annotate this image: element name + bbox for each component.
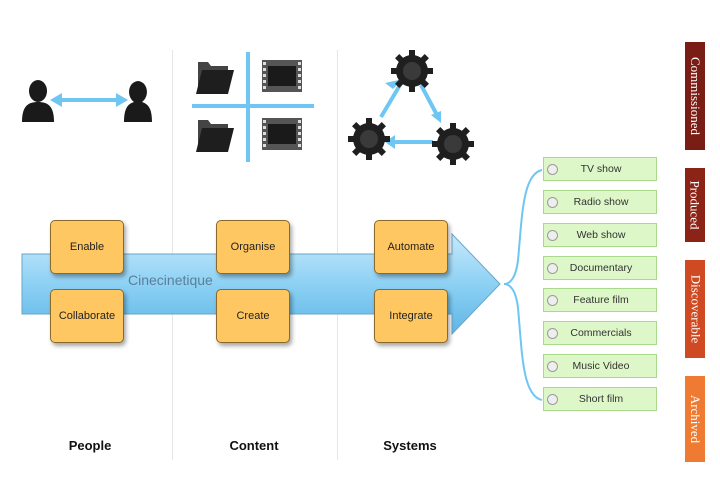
- output-item[interactable]: Commercials: [543, 321, 657, 345]
- check-icon: [547, 196, 558, 208]
- stage-tab-discoverable: Discoverable: [685, 260, 705, 358]
- arrow-label: Cinecinetique: [128, 272, 213, 288]
- check-icon: [547, 393, 558, 405]
- column-label-systems: Systems: [383, 438, 437, 453]
- output-label: Short film: [578, 393, 624, 405]
- content-icon-group: [192, 52, 314, 162]
- create-box: Create: [216, 289, 290, 343]
- stage-tab-archived: Archived: [685, 376, 705, 462]
- folder-icon: [196, 120, 234, 152]
- integrate-box: Integrate: [374, 289, 448, 343]
- film-strip-icon: [262, 118, 302, 150]
- output-label: TV show: [580, 163, 622, 175]
- systems-icon-group: [348, 50, 474, 165]
- check-icon: [547, 360, 558, 372]
- output-item[interactable]: Radio show: [543, 190, 657, 214]
- column-label-content: Content: [229, 438, 279, 453]
- stage-tab-produced: Produced: [685, 168, 705, 242]
- automate-box: Automate: [374, 220, 448, 274]
- stage-tab-commissioned: Commissioned: [685, 42, 705, 150]
- gear-icon: [391, 50, 433, 92]
- collaborate-box: Collaborate: [50, 289, 124, 343]
- output-item[interactable]: Short film: [543, 387, 657, 411]
- output-label: Music Video: [572, 360, 630, 372]
- output-item[interactable]: Feature film: [543, 288, 657, 312]
- output-label: Web show: [576, 229, 626, 241]
- organise-box: Organise: [216, 220, 290, 274]
- person-icon: [22, 80, 54, 122]
- output-connector: [503, 169, 543, 401]
- check-icon: [547, 262, 558, 274]
- enable-box: Enable: [50, 220, 124, 274]
- output-label: Feature film: [573, 294, 629, 306]
- output-label: Radio show: [573, 196, 629, 208]
- check-icon: [547, 327, 558, 339]
- gear-icon: [348, 118, 390, 160]
- folder-icon: [196, 62, 234, 94]
- column-label-people: People: [68, 438, 112, 453]
- output-item[interactable]: Web show: [543, 223, 657, 247]
- people-icon-group: [22, 80, 152, 122]
- check-icon: [547, 163, 558, 175]
- film-strip-icon: [262, 60, 302, 92]
- output-label: Documentary: [569, 262, 633, 274]
- output-item[interactable]: TV show: [543, 157, 657, 181]
- person-icon: [124, 81, 152, 122]
- output-item[interactable]: Music Video: [543, 354, 657, 378]
- output-item[interactable]: Documentary: [543, 256, 657, 280]
- gear-icon: [432, 123, 474, 165]
- output-label: Commercials: [570, 327, 632, 339]
- check-icon: [547, 294, 558, 306]
- double-arrow-icon: [50, 93, 128, 107]
- check-icon: [547, 229, 558, 241]
